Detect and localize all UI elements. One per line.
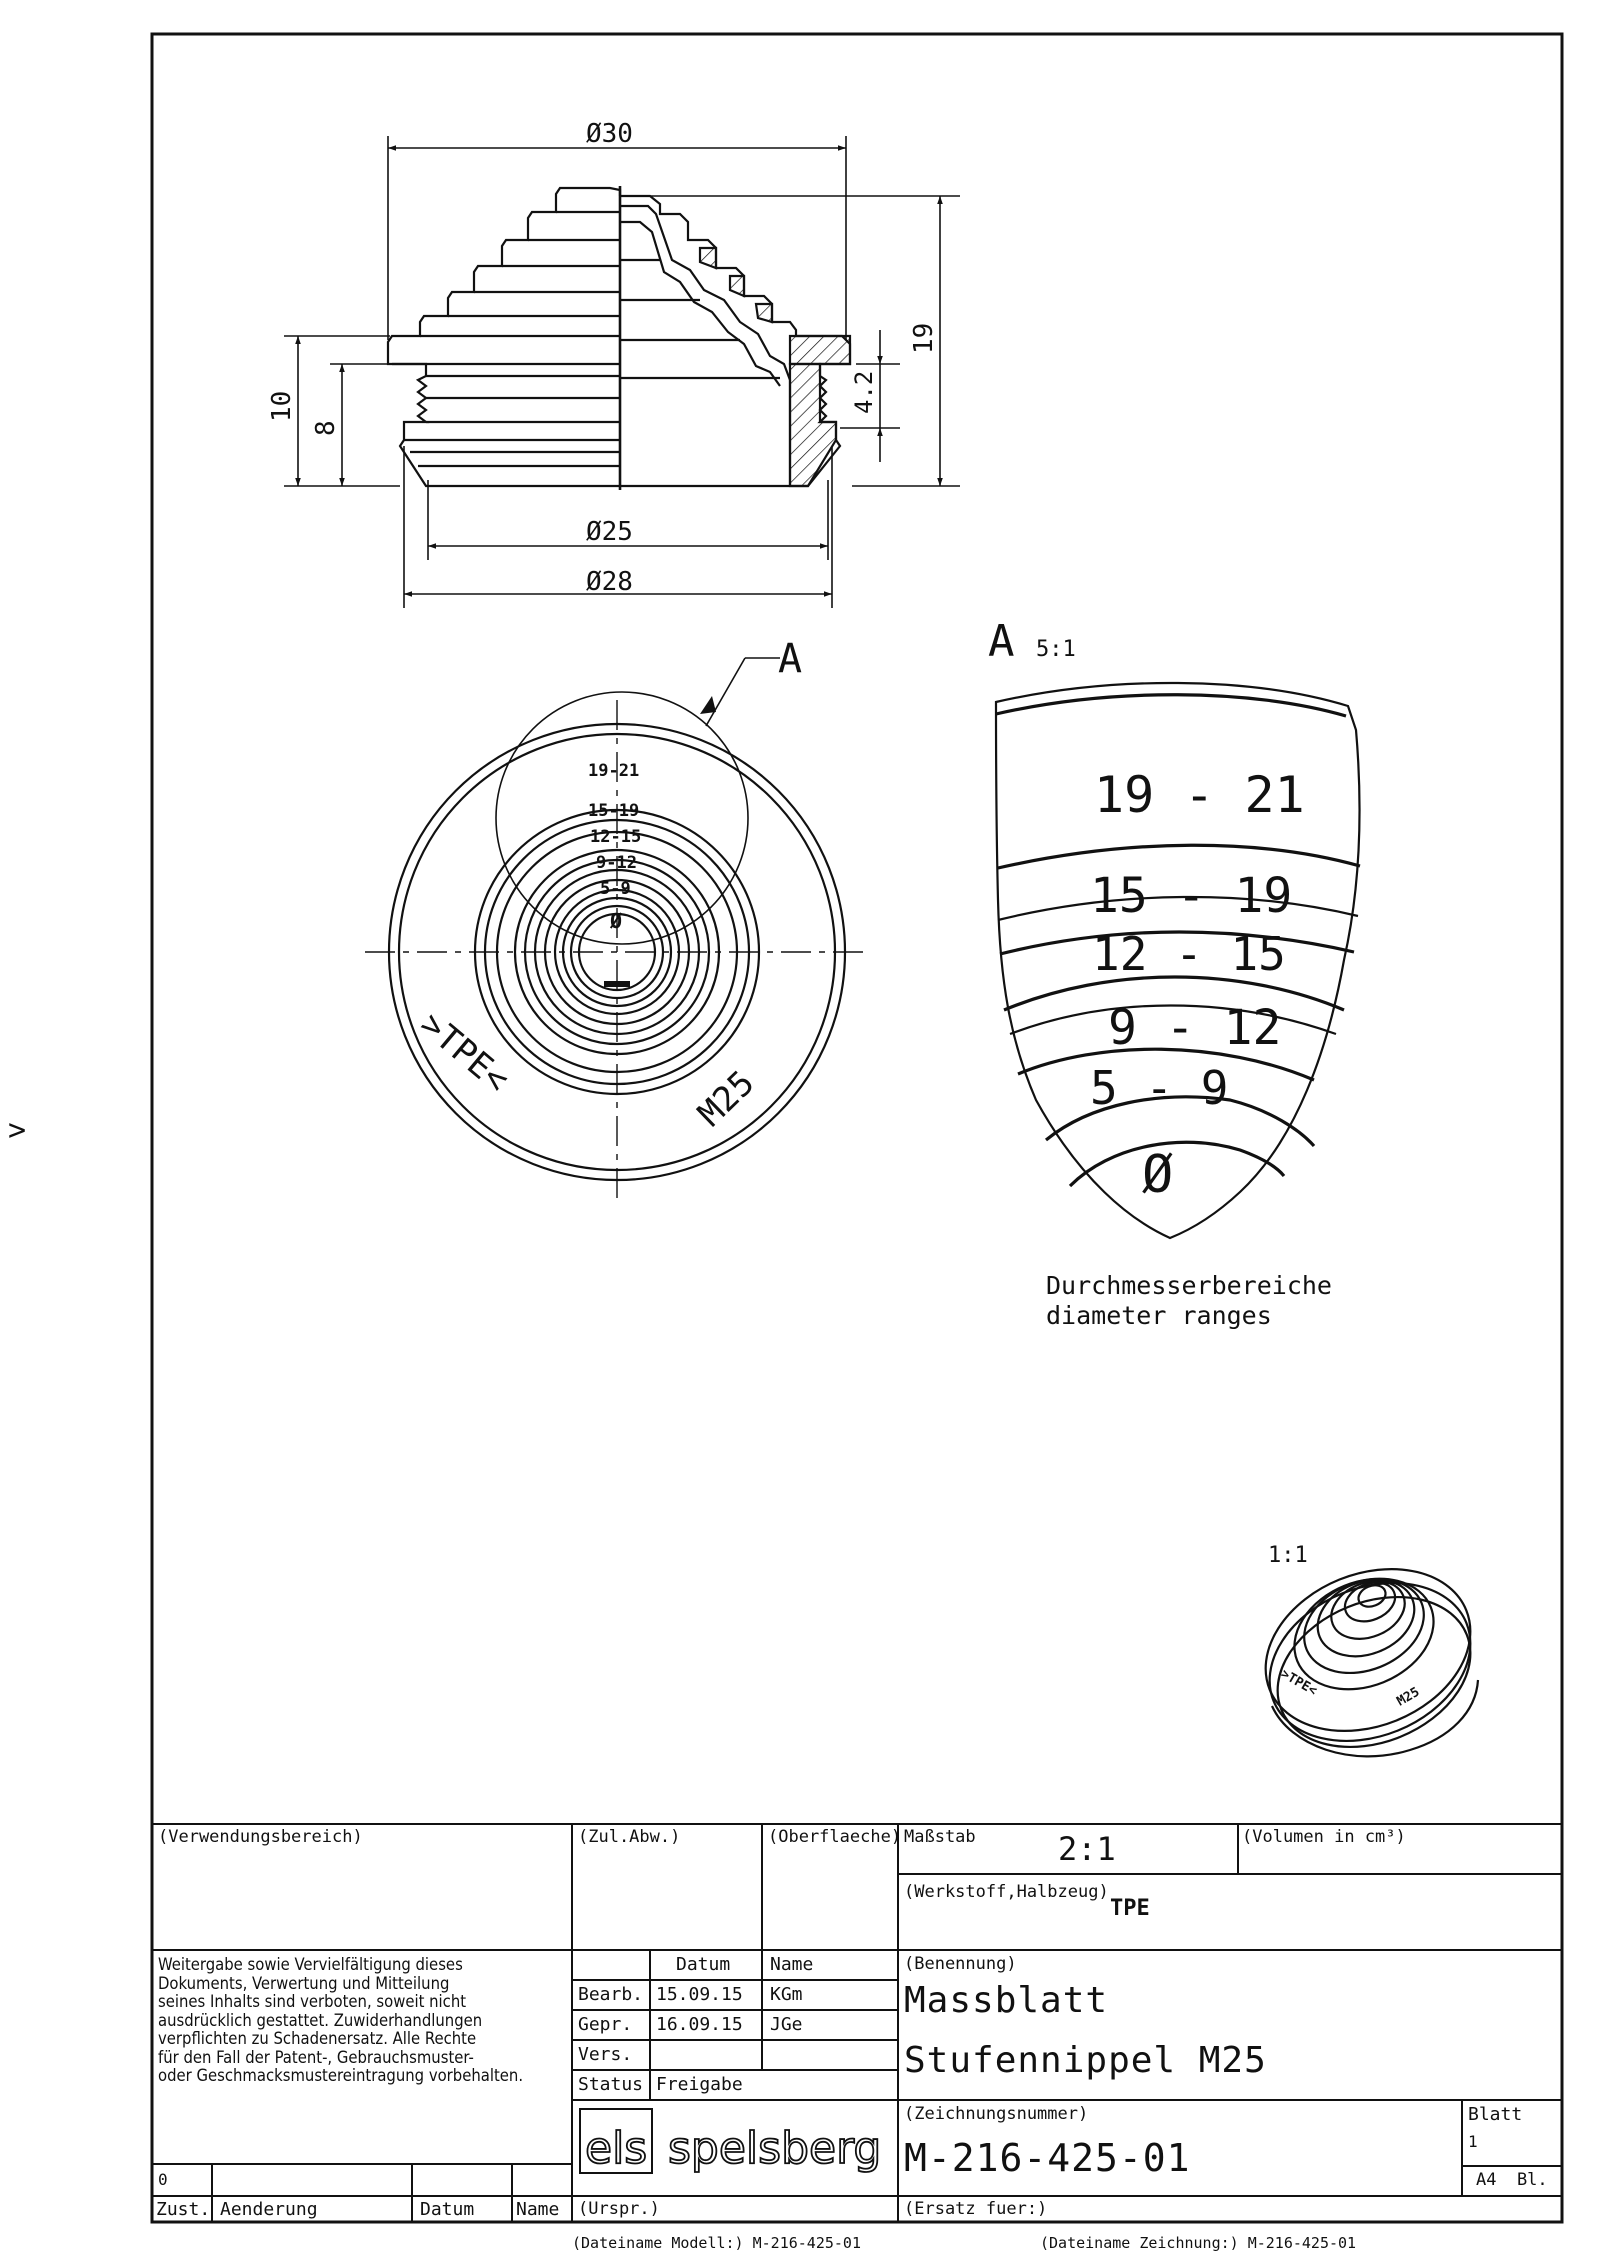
dim-h10: 10 — [267, 391, 297, 422]
notice-line: ausdrücklich gestattet. Zuwiderhandlunge… — [158, 2010, 483, 2030]
title-block-grid — [152, 1823, 1562, 2222]
bearb-name: KGm — [770, 1984, 803, 2005]
status-value: Freigabe — [656, 2074, 743, 2095]
rev-index: 0 — [158, 2170, 168, 2189]
plan-label-9-12: 9-12 — [596, 853, 637, 873]
ring-label-15-19: 15 - 19 — [1090, 868, 1292, 924]
notice-line: Weitergabe sowie Vervielfältigung dieses — [158, 1955, 463, 1974]
werkstoff-label: (Werkstoff,Halbzeug) — [904, 1882, 1109, 1902]
detail-title: A — [988, 616, 1015, 667]
plan-label-12-15: 12-15 — [590, 827, 641, 847]
dim-h8: 8 — [311, 420, 341, 436]
ersatz-label: (Ersatz fuer:) — [904, 2199, 1048, 2219]
gepr-date: 16.09.15 — [656, 2014, 743, 2035]
plan-labels: 19-21 15-19 12-15 9-12 5-9 Ø — [588, 761, 641, 933]
blatt-label: Blatt — [1468, 2104, 1523, 2125]
urspr-label: (Urspr.) — [578, 2199, 660, 2219]
ring-label-19-21: 19 - 21 — [1094, 766, 1305, 824]
col-name: Name — [770, 1954, 814, 1975]
benennung-label: (Benennung) — [904, 1954, 1017, 1974]
bearb-label: Bearb. — [578, 1984, 644, 2005]
gepr-label: Gepr. — [578, 2014, 633, 2035]
name-label: Name — [516, 2199, 560, 2220]
format-label: A4 Bl. — [1476, 2170, 1548, 2190]
notice-line: seines Inhalts sind verboten, soweit nic… — [158, 1992, 467, 2011]
aenderung-label: Aenderung — [220, 2199, 318, 2220]
dim-d30: Ø30 — [586, 119, 633, 149]
caption-en: diameter ranges — [1046, 1301, 1272, 1330]
zeichnungsnummer-label: (Zeichnungsnummer) — [904, 2104, 1089, 2124]
dim-h4-2: 4.2 — [850, 371, 878, 414]
logo-left: els — [585, 2123, 647, 2174]
plan-text-tpe: >TPE< — [412, 1004, 516, 1100]
title-line-1: Massblatt — [904, 1980, 1109, 2021]
plan-center-mark — [604, 981, 630, 987]
zul-abw-label: (Zul.Abw.) — [578, 1827, 681, 1847]
logo-right: spelsberg — [668, 2123, 881, 2174]
oberflaeche-label: (Oberflaeche) — [768, 1827, 902, 1847]
vers-label: Vers. — [578, 2044, 633, 2065]
detail-a — [994, 681, 1361, 1240]
notice-line: Dokuments, Verwertung und Mitteilung — [158, 1973, 450, 1993]
werkstoff-value: TPE — [1110, 1896, 1150, 1921]
dimension-lines — [284, 136, 960, 608]
bearb-date: 15.09.15 — [656, 1984, 743, 2005]
detail-ring-labels: 19 - 21 15 - 19 12 - 15 9 - 12 5 - 9 Ø — [1090, 766, 1305, 1205]
logo-box — [579, 2108, 653, 2174]
file-model: (Dateiname Modell:) M-216-425-01 — [572, 2234, 861, 2252]
file-drawing: (Dateiname Zeichnung:) M-216-425-01 — [1040, 2234, 1357, 2252]
notice-line: für den Fall der Patent-, Gebrauchsmuste… — [158, 2047, 474, 2067]
ring-label-5-9: 5 - 9 — [1090, 1061, 1228, 1115]
spelsberg-logo: els spelsberg — [579, 2108, 882, 2175]
status-label: Status — [578, 2074, 644, 2095]
zust-label: Zust. — [156, 2199, 211, 2220]
drawing-frame — [150, 32, 1564, 2224]
iso-label-tpe: >TPE< — [1278, 1666, 1320, 1699]
massstab-label: Maßstab — [904, 1827, 976, 1847]
iso-label-m25: M25 — [1395, 1685, 1423, 1710]
side-mark: > — [8, 1113, 26, 1148]
caption-de: Durchmesserbereiche — [1046, 1271, 1332, 1300]
plan-label-5-9: 5-9 — [600, 879, 631, 899]
title-line-2: Stufennippel M25 — [904, 2040, 1267, 2081]
verwendungsbereich-label: (Verwendungsbereich) — [158, 1827, 363, 1847]
plan-label-center: Ø — [609, 909, 622, 933]
notice-line: oder Geschmacksmustereintragung vorbehal… — [158, 2066, 524, 2085]
ring-label-center: Ø — [1142, 1145, 1173, 1205]
col-datum: Datum — [676, 1954, 731, 1975]
dim-d25: Ø25 — [586, 517, 633, 547]
dim-d28: Ø28 — [586, 567, 633, 597]
plan-label-19-21: 19-21 — [588, 761, 639, 781]
massstab-value: 2:1 — [1058, 1830, 1116, 1868]
copyright-notice: Weitergabe sowie Vervielfältigung dieses… — [158, 1955, 578, 2086]
drawing-number: M-216-425-01 — [904, 2136, 1191, 2180]
blatt-value: 1 — [1468, 2132, 1478, 2151]
detail-callout: A — [778, 636, 802, 682]
ring-label-12-15: 12 - 15 — [1092, 927, 1286, 981]
plan-label-15-19: 15-19 — [588, 801, 639, 821]
datum-label: Datum — [420, 2199, 475, 2220]
ring-label-9-12: 9 - 12 — [1108, 1000, 1281, 1056]
section-view — [386, 186, 852, 490]
iso-view — [1264, 1568, 1480, 1758]
detail-scale: 5:1 — [1036, 637, 1076, 662]
plan-view — [365, 657, 870, 1205]
dim-h19: 19 — [909, 323, 939, 354]
gepr-name: JGe — [770, 2014, 803, 2035]
notice-line: verpflichten zu Schadenersatz. Alle Rech… — [158, 2029, 477, 2048]
iso-scale: 1:1 — [1268, 1543, 1308, 1568]
volumen-label: (Volumen in cm³) — [1242, 1827, 1406, 1847]
